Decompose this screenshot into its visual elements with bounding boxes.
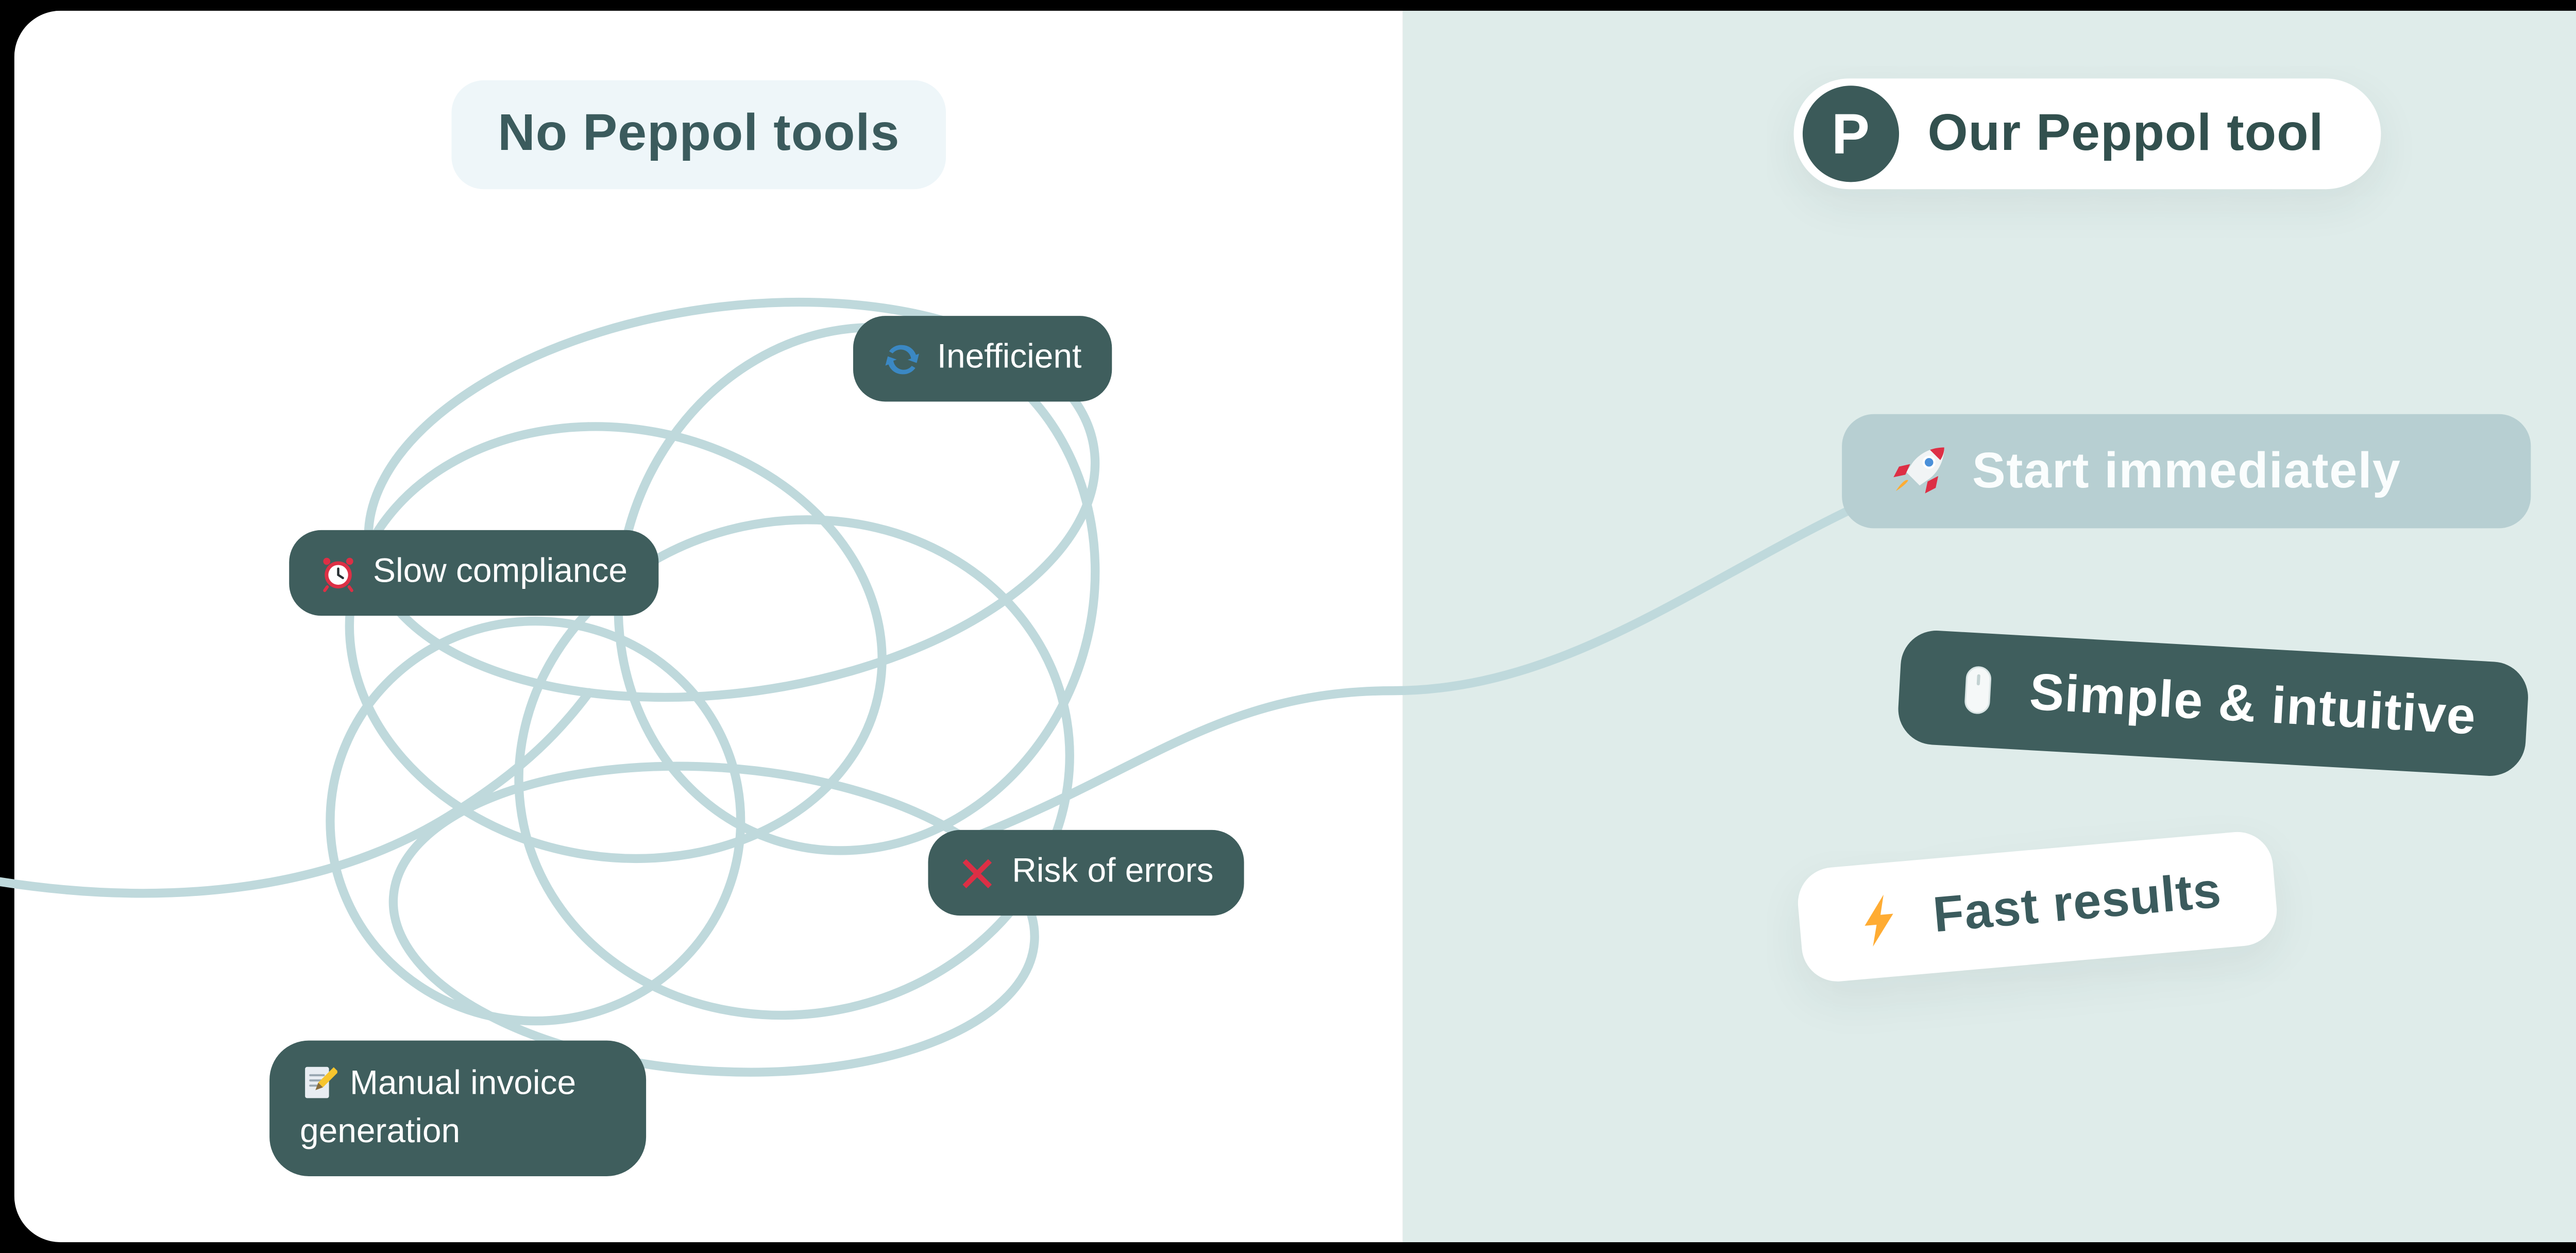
- badge-simple-intuitive: Simple & intuitive: [1896, 629, 2530, 778]
- rocket-icon: [1892, 443, 1949, 500]
- memo-icon: [300, 1064, 337, 1102]
- badge-label: Simple & intuitive: [2028, 663, 2478, 746]
- left-panel-background: [14, 10, 1403, 1243]
- mouse-icon: [1948, 660, 2008, 720]
- badge-label: Fast results: [1930, 862, 2224, 943]
- badge-manual-invoice: Manual invoice generation: [269, 1040, 647, 1176]
- peppol-logo-letter: P: [1831, 100, 1870, 165]
- cross-mark-icon: [958, 854, 996, 892]
- badge-label: Inefficient: [937, 339, 1082, 377]
- counterclockwise-arrows-icon: [884, 340, 921, 378]
- badge-label: Manual invoice generation: [300, 1065, 577, 1152]
- peppol-logo: P: [1802, 86, 1900, 182]
- left-panel-title-pill: No Peppol tools: [451, 80, 946, 190]
- badge-label: Start immediately: [1972, 443, 2401, 498]
- right-panel-background: [1402, 10, 2576, 1243]
- badge-start-immediately: Start immediately: [1842, 414, 2531, 529]
- alarm-clock-icon: [319, 554, 357, 592]
- lightning-icon: [1851, 889, 1912, 951]
- badge-inefficient: Inefficient: [853, 316, 1112, 402]
- badge-slow-compliance: Slow compliance: [289, 530, 658, 616]
- badge-label: Risk of errors: [1012, 853, 1214, 891]
- right-panel-title-pill: P Our Peppol tool: [1793, 78, 2381, 190]
- left-panel-title: No Peppol tools: [498, 105, 900, 163]
- right-panel-title: Our Peppol tool: [1927, 104, 2324, 162]
- badge-label: Slow compliance: [373, 553, 628, 591]
- badge-risk-of-errors: Risk of errors: [928, 829, 1244, 916]
- badge-fast-results: Fast results: [1795, 829, 2280, 985]
